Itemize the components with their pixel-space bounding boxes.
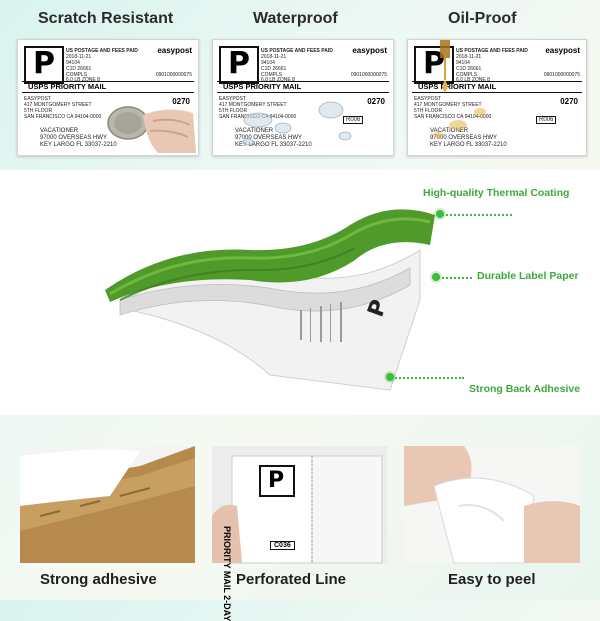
label-postage-zone: 6.0 LB ZONE 8 xyxy=(66,77,100,83)
label-from-street: 417 MONTGOMERY STREET xyxy=(414,102,482,108)
label-service: USPS PRIORITY MAIL xyxy=(412,81,582,93)
feature-title-waterproof: Waterproof xyxy=(253,10,338,27)
label-to-name: VACATIONER xyxy=(235,128,274,134)
label-from-street: 417 MONTGOMERY STREET xyxy=(24,102,92,108)
label-to-street: 97000 OVERSEAS HWY xyxy=(235,135,303,141)
callout-dot-paper xyxy=(432,273,440,281)
callout-dot-adhesive xyxy=(386,373,394,381)
feature-title-perforated-line: Perforated Line xyxy=(236,571,347,588)
label-from-city: SAN FRANCISCO CA 94104-0000 xyxy=(414,114,492,120)
label-priority-letter: P xyxy=(414,46,454,84)
photo-strong-adhesive xyxy=(20,446,195,563)
label-postage-date: 2018-11-21 xyxy=(66,54,92,60)
label-from-floor: 5TH FLOOR xyxy=(24,108,53,114)
peeling-hands-illustration xyxy=(404,446,580,564)
label-code: 0270 xyxy=(560,97,578,106)
label-postage-date: 2018-11-21 xyxy=(456,54,482,60)
label-from-name: EASYPOST xyxy=(219,96,246,102)
label-brand: easypost xyxy=(545,46,580,55)
label-postage-cid: C1D 26661 xyxy=(66,66,92,72)
callout-back-adhesive: Strong Back Adhesive xyxy=(469,383,581,395)
callout-dot-coating xyxy=(436,210,444,218)
label-postage-cid: C1D 26661 xyxy=(261,66,287,72)
perforated-service-text: PRIORITY MAIL 2-DAY xyxy=(222,526,232,621)
label-service: USPS PRIORITY MAIL xyxy=(22,81,194,93)
callout-line-paper xyxy=(438,277,472,279)
photo-easy-to-peel xyxy=(404,446,580,564)
perforated-priority-letter: P xyxy=(268,468,285,493)
label-from-floor: 5TH FLOOR xyxy=(219,108,248,114)
label-postage-line: US POSTAGE AND FEES PAID xyxy=(456,48,528,54)
label-barcode-number: 0901000000075 xyxy=(350,72,387,78)
photo-perforated-line: P PRIORITY MAIL 2-DAY C036 xyxy=(212,446,387,621)
label-box-code: R006 xyxy=(343,116,364,124)
label-card-scratch: P US POSTAGE AND FEES PAID 2018-11-21 94… xyxy=(17,39,199,156)
label-priority-letter: P xyxy=(219,46,259,84)
label-brand: easypost xyxy=(352,46,387,55)
feature-title-scratch: Scratch Resistant xyxy=(38,10,174,27)
label-to-city: KEY LARGO FL 33037-2210 xyxy=(235,142,312,148)
label-from-floor: 5TH FLOOR xyxy=(414,108,443,114)
label-code: 0270 xyxy=(172,97,190,106)
label-to-name: VACATIONER xyxy=(40,128,79,134)
label-to-city: KEY LARGO FL 33037-2210 xyxy=(430,142,507,148)
label-layers-illustration xyxy=(105,209,435,391)
callout-line-adhesive xyxy=(392,377,464,379)
perforated-label-illustration xyxy=(212,455,383,564)
label-postage-compls: COMPLS xyxy=(66,72,88,78)
label-postage-line: US POSTAGE AND FEES PAID xyxy=(66,48,138,54)
callout-label-paper: Durable Label Paper xyxy=(477,270,579,282)
label-service: USPS PRIORITY MAIL xyxy=(217,81,389,93)
feature-title-easy-to-peel: Easy to peel xyxy=(448,571,536,588)
label-priority-letter: P xyxy=(24,46,64,84)
label-brand: easypost xyxy=(157,46,192,55)
label-from-name: EASYPOST xyxy=(414,96,441,102)
label-to-street: 97000 OVERSEAS HWY xyxy=(40,135,108,141)
label-postage-line: US POSTAGE AND FEES PAID xyxy=(261,48,333,54)
coin-scratch-illustration xyxy=(107,106,196,153)
cardboard-residue-illustration xyxy=(20,446,195,563)
callout-line-coating xyxy=(442,214,512,216)
label-postage-zone: 6.0 LB ZONE 8 xyxy=(456,77,490,83)
label-box-code: R006 xyxy=(536,116,557,124)
label-postage-compls: COMPLS xyxy=(456,72,478,78)
label-from-name: EASYPOST xyxy=(24,96,51,102)
label-card-oilproof: P US POSTAGE AND FEES PAID 2018-11-21 94… xyxy=(407,39,587,156)
feature-title-strong-adhesive: Strong adhesive xyxy=(40,571,157,588)
label-from-city: SAN FRANCISCO CA 94104-0000 xyxy=(24,114,102,120)
callout-thermal-coating: High-quality Thermal Coating xyxy=(423,187,570,199)
label-to-name: VACATIONER xyxy=(430,128,469,134)
label-postage-zip: 94104 xyxy=(456,60,470,66)
label-postage-date: 2018-11-21 xyxy=(261,54,287,60)
label-from-street: 417 MONTGOMERY STREET xyxy=(219,102,287,108)
label-barcode-number: 0901000000075 xyxy=(543,72,580,78)
oil-drops-illustration xyxy=(433,40,486,138)
label-barcode-number: 0901000000075 xyxy=(155,72,192,78)
label-postage-zip: 94104 xyxy=(66,60,80,66)
water-droplets-illustration xyxy=(242,101,352,146)
label-postage-zone: 6.0 LB ZONE 8 xyxy=(261,77,295,83)
perforated-box-code: C036 xyxy=(270,541,295,550)
label-card-waterproof: P US POSTAGE AND FEES PAID 2018-11-21 94… xyxy=(212,39,394,156)
feature-title-oilproof: Oil-Proof xyxy=(448,10,517,27)
label-to-city: KEY LARGO FL 33037-2210 xyxy=(40,142,117,148)
label-postage-zip: 94104 xyxy=(261,60,275,66)
label-postage-compls: COMPLS xyxy=(261,72,283,78)
label-postage-cid: C1D 26661 xyxy=(456,66,482,72)
label-code: 0270 xyxy=(367,97,385,106)
label-to-street: 97000 OVERSEAS HWY xyxy=(430,135,498,141)
